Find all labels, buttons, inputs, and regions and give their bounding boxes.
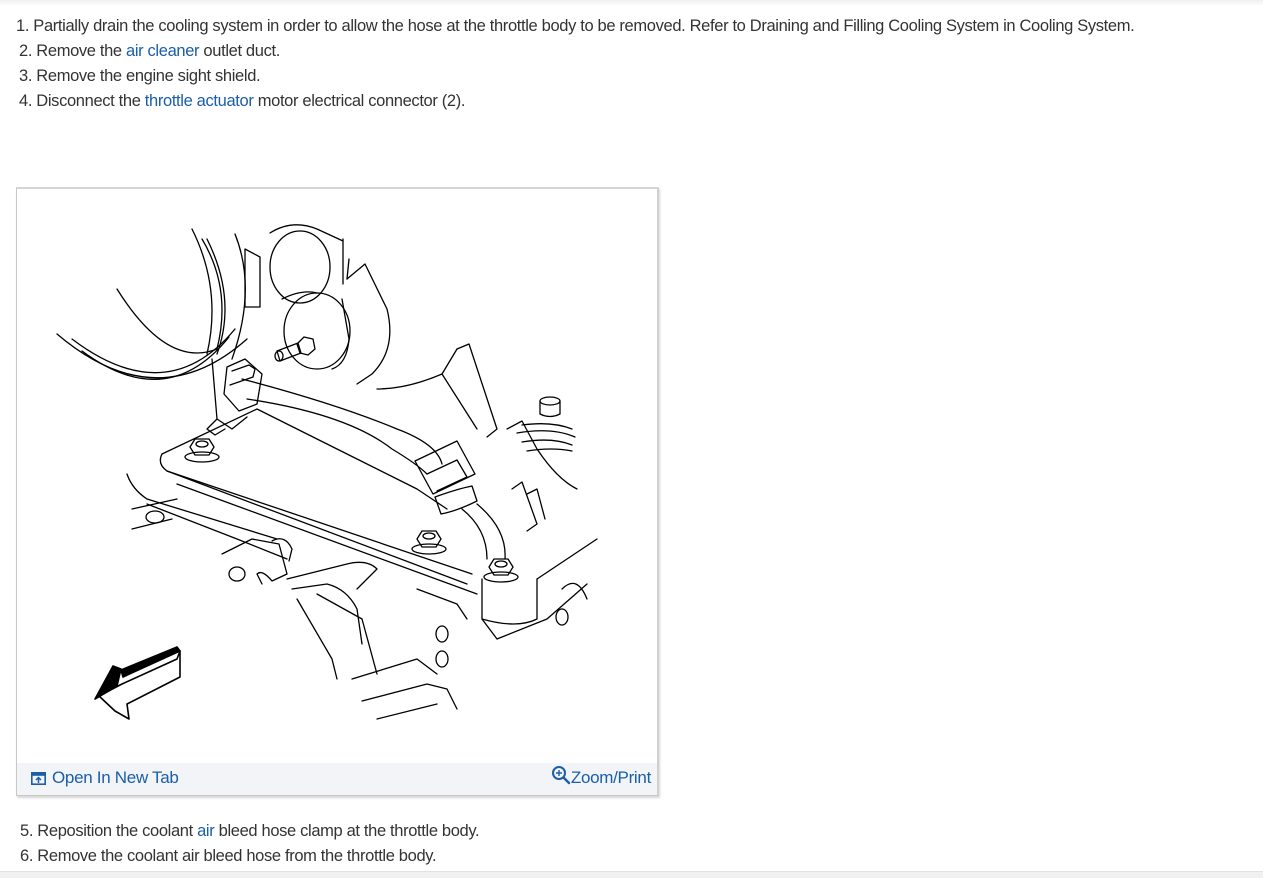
step-text: Remove the engine sight shield. xyxy=(32,67,261,85)
link-throttle-actuator[interactable]: throttle actuator xyxy=(144,92,254,110)
step-number: 3. xyxy=(19,67,33,85)
top-shade xyxy=(0,0,1263,6)
step-3: 3. Remove the engine sight shield. xyxy=(16,64,1246,89)
zoom-in-icon xyxy=(551,766,571,785)
step-5: 5. Reposition the coolant air bleed hose… xyxy=(20,819,480,844)
step-text: Partially drain the cooling system in or… xyxy=(29,17,1135,35)
step-text: Reposition the coolant xyxy=(33,822,198,840)
figure-footer: Open In New Tab Zoom/Print xyxy=(17,763,657,795)
steps-list-before: 1. Partially drain the cooling system in… xyxy=(16,14,1246,114)
step-text: outlet duct. xyxy=(199,42,280,60)
step-text: bleed hose clamp at the throttle body. xyxy=(214,822,480,840)
step-text: Disconnect the xyxy=(32,92,145,110)
step-number: 2. xyxy=(19,42,33,60)
direction-arrow xyxy=(94,646,181,720)
step-4: 4. Disconnect the throttle actuator moto… xyxy=(16,89,1246,114)
steps-list-after: 5. Reposition the coolant air bleed hose… xyxy=(20,819,480,869)
step-text: motor electrical connector (2). xyxy=(253,92,466,110)
zoom-print-label: Zoom/Print xyxy=(570,768,651,787)
step-number: 5. xyxy=(20,822,34,840)
step-number: 4. xyxy=(19,92,33,110)
bolt xyxy=(184,438,220,463)
throttle-body-illustration[interactable] xyxy=(17,189,657,761)
step-number: 6. xyxy=(20,847,34,865)
open-new-tab-icon xyxy=(31,771,46,785)
step-text: Remove the xyxy=(32,42,126,60)
step-number: 1. xyxy=(16,17,30,35)
open-in-new-tab-button[interactable]: Open In New Tab xyxy=(31,768,179,788)
bolt xyxy=(411,530,447,555)
link-air-cleaner[interactable]: air cleaner xyxy=(126,42,200,60)
bolt xyxy=(483,558,519,583)
figure-card: Open In New Tab Zoom/Print xyxy=(16,187,659,796)
open-in-new-tab-label: Open In New Tab xyxy=(52,768,179,787)
bottom-scroll-area xyxy=(0,871,1263,878)
step-text: Remove the coolant air bleed hose from t… xyxy=(33,847,437,865)
zoom-print-button[interactable]: Zoom/Print xyxy=(551,765,651,788)
step-1: 1. Partially drain the cooling system in… xyxy=(16,14,1246,39)
link-air[interactable]: air xyxy=(197,822,215,840)
step-6: 6. Remove the coolant air bleed hose fro… xyxy=(20,844,479,869)
step-2: 2. Remove the air cleaner outlet duct. xyxy=(16,39,1246,64)
